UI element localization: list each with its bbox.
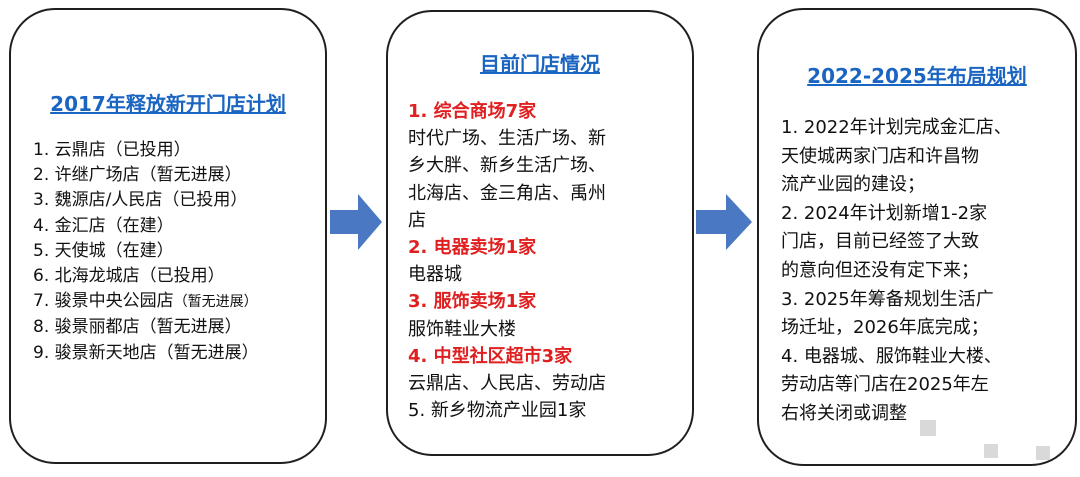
- plan-line: 右将关闭或调整: [781, 402, 907, 424]
- layout-plan-title: 2022-2025年布局规划: [807, 64, 1027, 88]
- store-line: 店: [408, 209, 426, 231]
- category-heading: 4. 中型社区超市3家: [408, 345, 573, 367]
- status-note: （暂无进展）: [173, 294, 258, 311]
- watermark-block: [984, 444, 998, 458]
- plan-line: 2. 2024年计划新增1-2家: [781, 202, 988, 224]
- store-line: 电器城: [408, 264, 462, 286]
- plan-2017-title: 2017年释放新开门店计划: [50, 92, 286, 116]
- store-line: 乡大胖、新乡生活广场、: [408, 155, 606, 177]
- plan-2017-list: 1. 云鼎店（已投用） 2. 许继广场店（暂无进展） 3. 魏源店/人民店（已投…: [33, 138, 259, 366]
- store-line: 北海店、金三角店、禹州: [408, 182, 606, 204]
- plan-line: 的意向但还没有定下来；: [781, 259, 979, 281]
- store-line: 5. 新乡物流产业园1家: [408, 400, 587, 422]
- plan-2017-item: 8. 骏景丽都店（暂无进展）: [33, 317, 242, 338]
- plan-2017-item: 1. 云鼎店（已投用）: [33, 140, 191, 160]
- plan-2017-item: 9. 骏景新天地店（暂无进展）: [33, 342, 259, 363]
- current-stores-box: 目前门店情况 1. 综合商场7家 时代广场、生活广场、新 乡大胖、新乡生活广场、…: [386, 10, 694, 456]
- layout-plan-box: 2022-2025年布局规划 1. 2022年计划完成金汇店、 天使城两家门店和…: [757, 8, 1077, 466]
- plan-2017-item: 3. 魏源店/人民店（已投用）: [33, 190, 248, 211]
- plan-line: 场迁址，2026年底完成；: [781, 317, 989, 339]
- plan-line: 流产业园的建设；: [781, 174, 925, 196]
- category-heading: 3. 服饰卖场1家: [408, 291, 537, 313]
- store-line: 时代广场、生活广场、新: [408, 128, 606, 150]
- watermark-block: [920, 420, 936, 436]
- category-heading: 2. 电器卖场1家: [408, 237, 537, 259]
- plan-line: 4. 电器城、服饰鞋业大楼、: [781, 345, 1002, 367]
- plan-2017-box: 2017年释放新开门店计划 1. 云鼎店（已投用） 2. 许继广场店（暂无进展）…: [9, 8, 327, 464]
- plan-line: 门店，目前已经签了大致: [781, 231, 979, 253]
- plan-2017-item: 7. 骏景中央公园店（暂无进展）: [33, 291, 258, 312]
- store-line: 云鼎店、人民店、劳动店: [408, 373, 606, 395]
- plan-2017-item: 4. 金汇店（在建）: [33, 215, 174, 236]
- right-arrow-icon: [330, 194, 382, 250]
- store-line: 服饰鞋业大楼: [408, 318, 516, 340]
- plan-line: 3. 2025年筹备规划生活广: [781, 288, 994, 310]
- layout-plan-list: 1. 2022年计划完成金汇店、 天使城两家门店和许昌物 流产业园的建设； 2.…: [781, 114, 1012, 429]
- plan-2017-item: 5. 天使城（在建）: [33, 240, 174, 261]
- plan-line: 天使城两家门店和许昌物: [781, 145, 979, 167]
- watermark-block: [1036, 446, 1050, 460]
- plan-2017-item: 2. 许继广场店（暂无进展）: [33, 165, 242, 186]
- current-stores-list: 1. 综合商场7家 时代广场、生活广场、新 乡大胖、新乡生活广场、 北海店、金三…: [408, 98, 606, 424]
- plan-2017-item: 6. 北海龙城店（已投用）: [33, 266, 225, 287]
- right-arrow-icon: [696, 194, 752, 250]
- category-heading: 1. 综合商场7家: [408, 101, 537, 122]
- plan-line: 劳动店等门店在2025年左: [781, 374, 989, 396]
- current-stores-title: 目前门店情况: [480, 52, 600, 76]
- plan-line: 1. 2022年计划完成金汇店、: [781, 117, 1012, 138]
